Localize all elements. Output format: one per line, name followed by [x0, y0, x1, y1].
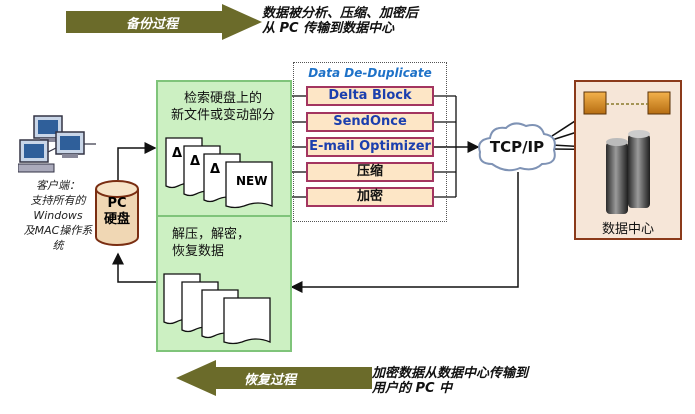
pc-drive-label: PC 硬盘	[103, 196, 130, 227]
delta-mark-1: Δ	[172, 146, 183, 161]
dedup-container	[293, 62, 447, 222]
delta-mark-2: Δ	[190, 154, 201, 169]
new-file-label: NEW	[236, 174, 268, 188]
restore-arrow	[176, 360, 372, 396]
datacenter-servers-icon	[583, 91, 671, 214]
dedup-title: Data De-Duplicate	[308, 66, 432, 80]
module-compress: 压缩	[306, 162, 434, 182]
restore-label: 恢复过程	[244, 373, 297, 388]
backup-arrow	[66, 4, 262, 40]
tcpip-label: TCP/IP	[489, 138, 545, 156]
tcpip-cloud-icon	[478, 122, 556, 172]
client-description: 客户端： 支持所有的 Windows 及MAC操作系 统	[23, 179, 93, 252]
module-delta-block: Delta Block	[306, 86, 434, 106]
module-email-optimizer: E-mail Optimizer	[306, 137, 434, 157]
scan-panel-text: 检索硬盘上的 新文件或变动部分	[170, 91, 275, 123]
module-encrypt: 加密	[306, 187, 434, 207]
delta-mark-3: Δ	[210, 162, 221, 177]
datacenter-label: 数据中心	[601, 222, 654, 237]
backup-label: 备份过程	[126, 17, 179, 32]
restored-files-icon	[163, 273, 271, 345]
restore-panel-text: 解压，解密， 恢复数据	[172, 227, 251, 259]
restore-note: 加密数据从数据中心传输到 用户的 PC 中	[372, 366, 529, 396]
module-sendonce: SendOnce	[306, 112, 434, 132]
pc-drive-icon	[95, 180, 139, 246]
changed-files-icon	[165, 137, 273, 209]
backup-note: 数据被分析、压缩、加密后 从 PC 传输到数据中心	[262, 6, 419, 36]
client-computers-icon	[18, 115, 96, 173]
